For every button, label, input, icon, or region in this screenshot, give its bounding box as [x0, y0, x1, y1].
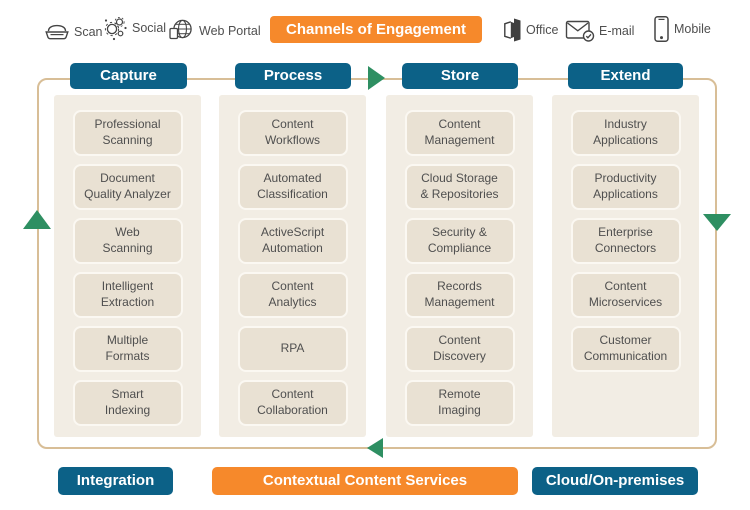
social-icon [104, 16, 127, 41]
channel-email: E-mail [565, 19, 634, 43]
capability-card: Professional Scanning [72, 110, 183, 156]
channel-scan: Scan [44, 22, 103, 42]
capability-card: Records Management [404, 272, 515, 318]
channel-label: Social [132, 21, 167, 35]
capability-card: ActiveScript Automation [237, 218, 348, 264]
channel-label: Mobile [674, 22, 711, 36]
capability-card: RPA [237, 326, 348, 372]
channel-web-portal: Web Portal [167, 18, 261, 43]
capability-card: Content Analytics [237, 272, 348, 318]
capability-card: Security & Compliance [404, 218, 515, 264]
stage-header-store: Store [402, 63, 518, 89]
scan-icon [45, 24, 69, 40]
capability-card: Intelligent Extraction [72, 272, 183, 318]
capability-card: Smart Indexing [72, 380, 183, 426]
capability-card: Content Management [404, 110, 515, 156]
capability-card: Web Scanning [72, 218, 183, 264]
channels-of-engagement-banner: Channels of Engagement [270, 16, 482, 43]
web-portal-icon [169, 19, 192, 40]
stage-header-process: Process [235, 63, 351, 89]
capability-card: Content Workflows [237, 110, 348, 156]
channel-label: Scan [74, 25, 103, 39]
channel-office: Office [501, 17, 558, 43]
capability-card: Cloud Storage & Repositories [404, 164, 515, 210]
capability-card: Content Discovery [404, 326, 515, 372]
capability-card: Document Quality Analyzer [72, 164, 183, 210]
arrow-down-icon [703, 214, 731, 231]
capability-card: Content Collaboration [237, 380, 348, 426]
stage-header-capture: Capture [70, 63, 187, 89]
arrow-up-icon [23, 210, 51, 229]
channel-label: Office [526, 23, 559, 37]
capability-card: Automated Classification [237, 164, 348, 210]
arrow-left-icon [367, 438, 383, 458]
capability-card: Multiple Formats [72, 326, 183, 372]
mobile-icon [654, 16, 669, 42]
contextual-content-services-pill: Contextual Content Services [212, 467, 518, 495]
capability-card: Productivity Applications [570, 164, 681, 210]
office-icon [504, 18, 521, 42]
capability-card: Industry Applications [570, 110, 681, 156]
capability-card: Content Microservices [570, 272, 681, 318]
channel-mobile: Mobile [653, 15, 711, 43]
stage-header-extend: Extend [568, 63, 683, 89]
email-icon [565, 20, 595, 42]
arrow-right-icon [368, 66, 385, 90]
integration-pill: Integration [58, 467, 173, 495]
channel-label: E-mail [599, 24, 635, 38]
capability-card: Customer Communication [570, 326, 681, 372]
capability-card: Remote Imaging [404, 380, 515, 426]
channel-social: Social [101, 14, 166, 42]
capability-card: Enterprise Connectors [570, 218, 681, 264]
channel-label: Web Portal [199, 23, 261, 38]
cloud-on-premises-pill: Cloud/On-premises [532, 467, 698, 495]
